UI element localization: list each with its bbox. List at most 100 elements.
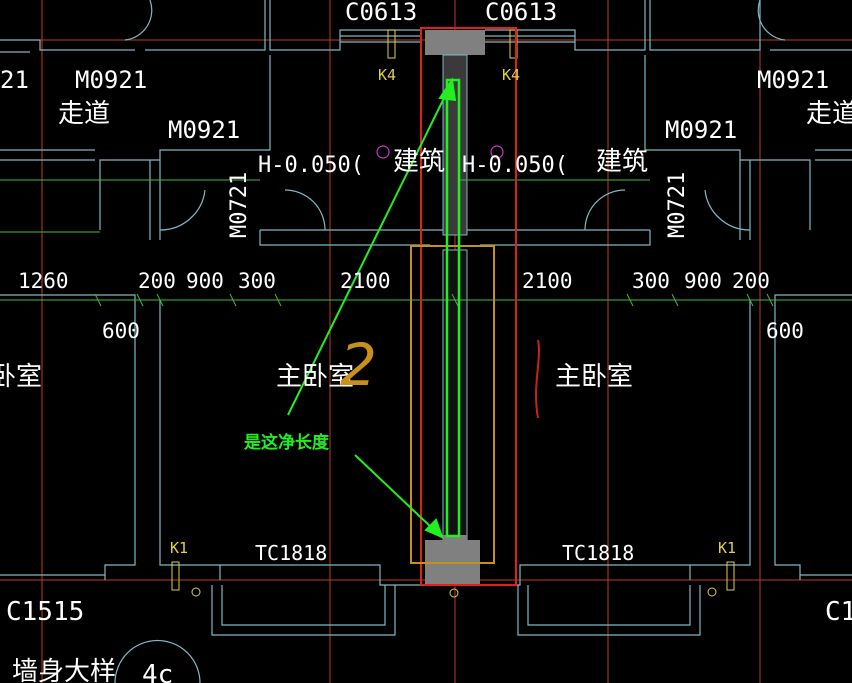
wall <box>649 0 761 51</box>
chinese-labels: 走道 走道 建筑 建筑 主卧室 主卧室 卧室 墙身大样 <box>0 99 852 683</box>
wall <box>99 55 271 230</box>
wall <box>644 55 811 230</box>
axis-bubble-arc <box>114 639 201 683</box>
bay-window-outline <box>527 585 691 626</box>
bay-window-outline <box>211 585 396 636</box>
column-label: K4 <box>502 66 520 84</box>
marker-circle <box>449 588 459 598</box>
dim-tick <box>766 293 774 307</box>
dimension-value: 600 <box>766 319 804 343</box>
dimension-value: 200 <box>138 269 176 293</box>
highlight-red-box <box>420 27 517 586</box>
axis-bubble-label: 4c <box>142 660 173 683</box>
wall <box>774 294 852 580</box>
room-label: 主卧室 <box>555 362 633 392</box>
wall <box>220 564 425 586</box>
wall <box>690 300 751 566</box>
bay-window-outline <box>221 585 386 626</box>
dim-tick <box>94 293 102 307</box>
door-swing <box>159 189 206 231</box>
window-label: C0613 <box>345 0 417 26</box>
dim-tick <box>136 293 144 307</box>
window-label: C0613 <box>485 0 557 26</box>
door-label-partial: 21 <box>0 66 29 94</box>
marker-circle <box>191 587 201 597</box>
dim-tick <box>746 293 754 307</box>
wall <box>480 564 691 586</box>
dimension-value: 600 <box>102 319 140 343</box>
corridor-label: 走道 <box>58 99 110 129</box>
column-marker <box>387 29 396 59</box>
bay-window-outline <box>517 585 701 636</box>
dimension-value: 300 <box>238 269 276 293</box>
column-marker <box>171 561 180 591</box>
wall <box>145 0 266 51</box>
handwritten-mark-1 <box>535 339 540 419</box>
door-label-vertical: M0721 <box>227 172 252 238</box>
dim-tick <box>671 293 679 307</box>
dim-tick <box>451 293 459 307</box>
dim-tick <box>229 293 237 307</box>
door-label-vertical: M0721 <box>665 172 690 238</box>
annotation-text: 是这净长度 <box>244 432 330 453</box>
room-label-partial: 卧室 <box>0 362 42 392</box>
dimension-value: 900 <box>186 269 224 293</box>
door-swing <box>584 189 626 231</box>
dim-tick <box>274 293 282 307</box>
door-swing <box>284 189 326 231</box>
door-swing <box>124 0 153 41</box>
dimension-value: 300 <box>632 269 670 293</box>
dimension-value: 1260 <box>18 269 69 293</box>
door-label: M0921 <box>665 116 737 144</box>
dimension-lines <box>0 179 852 307</box>
door-label: M0921 <box>168 116 240 144</box>
column-labels: K4 K4 K1 K1 <box>170 66 736 557</box>
column-neck <box>443 535 467 545</box>
annotation-arrows <box>287 77 457 539</box>
build-label: 建筑 <box>393 147 445 177</box>
level-label: H-0.050( <box>258 153 364 178</box>
window-label: C1515 <box>6 597 84 627</box>
column-marker <box>726 561 735 591</box>
central-wall-group <box>425 30 485 585</box>
highlight-orange-box <box>410 245 495 564</box>
wall <box>485 0 646 51</box>
dimension-value: 2100 <box>340 269 391 293</box>
wall <box>480 230 651 246</box>
door-label: M0921 <box>757 66 829 94</box>
dimension-value: 900 <box>684 269 722 293</box>
bay-window-label: TC1818 <box>562 541 634 565</box>
arrow-head <box>438 77 457 102</box>
room-label: 主卧室 <box>276 362 354 392</box>
dimension-value: 2100 <box>522 269 573 293</box>
bay-window-label: TC1818 <box>255 541 327 565</box>
door-swing <box>757 0 786 41</box>
door-swing <box>704 189 751 231</box>
wall <box>0 39 135 51</box>
marker-circle <box>707 587 717 597</box>
dim-tick <box>626 293 634 307</box>
dim-tick <box>156 293 164 307</box>
handwritten-number-2: 2 <box>340 331 377 399</box>
wall-detail-label: 墙身大样 <box>12 657 116 683</box>
wall <box>0 294 136 580</box>
dimension-value: 200 <box>732 269 770 293</box>
column-k4 <box>425 30 485 55</box>
wall <box>259 230 430 246</box>
door-label: M0921 <box>75 66 147 94</box>
window-label-partial: C1 <box>825 597 852 627</box>
arrow-head <box>424 518 444 539</box>
magenta-markers <box>376 145 504 159</box>
arrow-line <box>354 454 433 529</box>
dimension-numbers: 1260 200 900 300 2100 2100 300 900 200 6… <box>18 269 804 343</box>
column-label: K1 <box>170 539 188 557</box>
wall <box>159 300 221 580</box>
marker-icon <box>376 145 390 159</box>
level-label: H-0.050( <box>462 153 568 178</box>
marker-icon <box>490 145 504 159</box>
build-label: 建筑 <box>596 147 648 177</box>
